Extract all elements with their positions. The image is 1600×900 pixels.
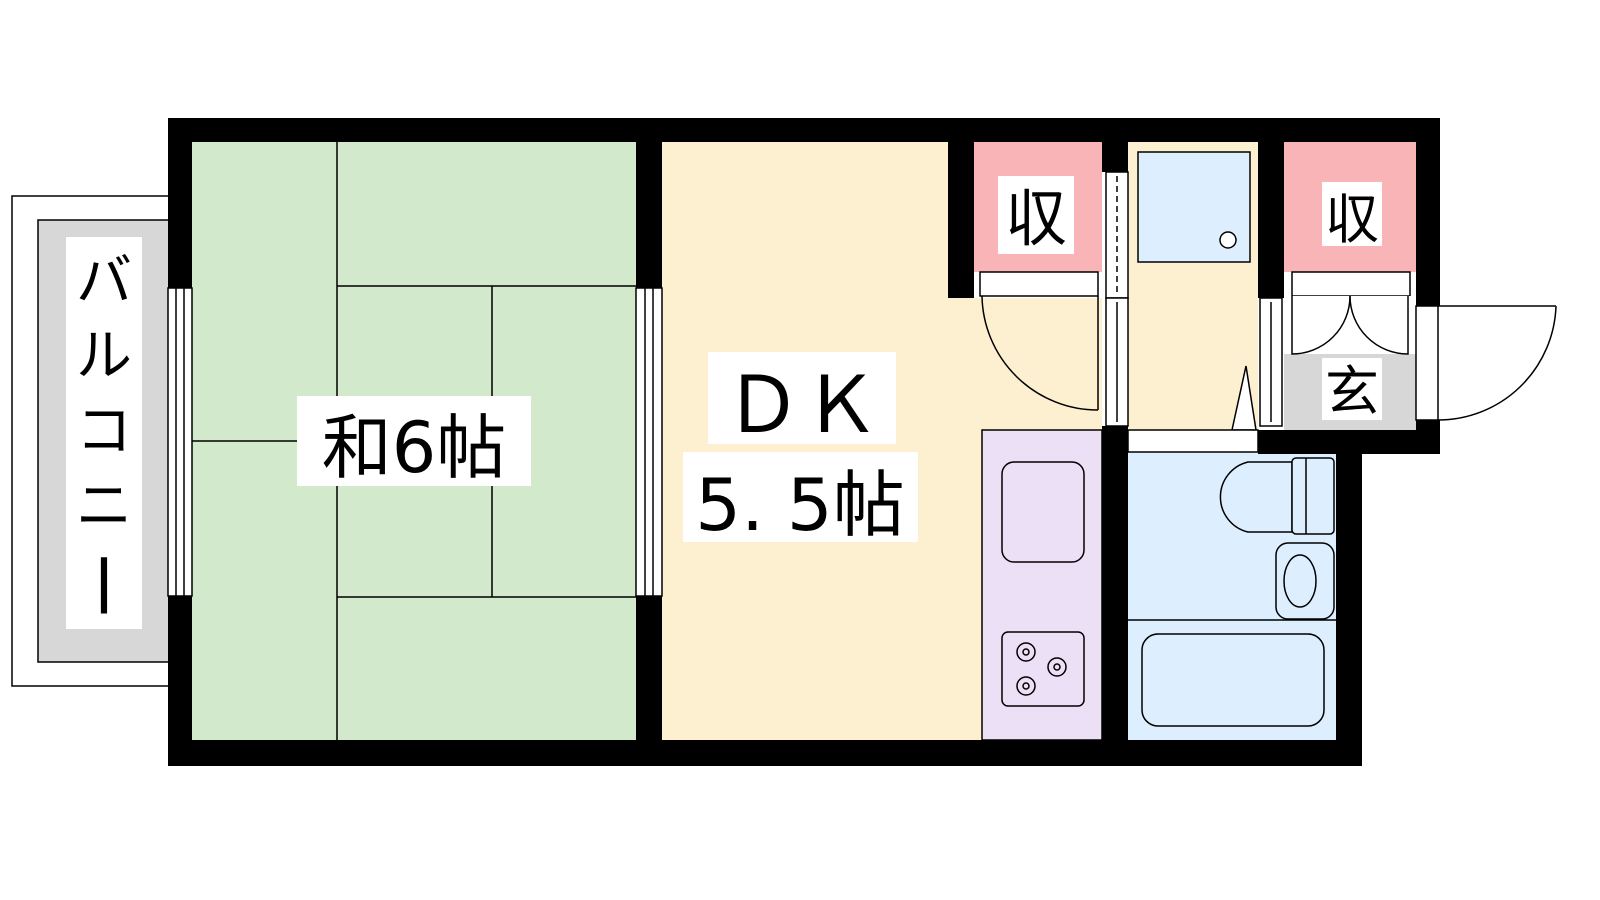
- stove-burner-icon: [1016, 642, 1067, 696]
- inner-door-entrance: [1259, 297, 1283, 427]
- bathtub-icon: [1141, 633, 1325, 727]
- storage-left: 収: [974, 142, 1102, 272]
- washroom: [1128, 142, 1258, 431]
- washroom-sliding-door: [1105, 171, 1129, 427]
- stove: [1001, 631, 1085, 707]
- dk-label-line2: 5. 5帖: [695, 463, 904, 547]
- storage-right: 収: [1284, 142, 1416, 272]
- kitchen-counter: [981, 429, 1103, 741]
- entrance: 玄: [1284, 295, 1416, 430]
- tatami-dk-sliding-door: [635, 287, 663, 597]
- toilet-icon: [1219, 457, 1335, 535]
- bathroom: [1127, 429, 1336, 740]
- entrance-door: [1415, 305, 1557, 421]
- tatami-room-label: 和6帖: [322, 407, 507, 489]
- balcony: バルコニ|: [11, 195, 173, 687]
- sink-icon: [1275, 542, 1335, 620]
- dk-label-line1: ＤＫ: [724, 361, 880, 451]
- storage-left-door: [979, 271, 1099, 411]
- walls: [168, 118, 1440, 766]
- tatami-room: 和6帖: [192, 142, 636, 740]
- tatami-window-left: [167, 287, 193, 597]
- storage-left-label: 収: [1005, 182, 1067, 255]
- sink: [1001, 461, 1085, 563]
- balcony-label: バルコニ|: [76, 249, 132, 614]
- storage-right-label: 収: [1325, 188, 1379, 251]
- dining-kitchen: ＤＫ 5. 5帖: [662, 142, 1102, 740]
- entrance-label: 玄: [1325, 360, 1379, 423]
